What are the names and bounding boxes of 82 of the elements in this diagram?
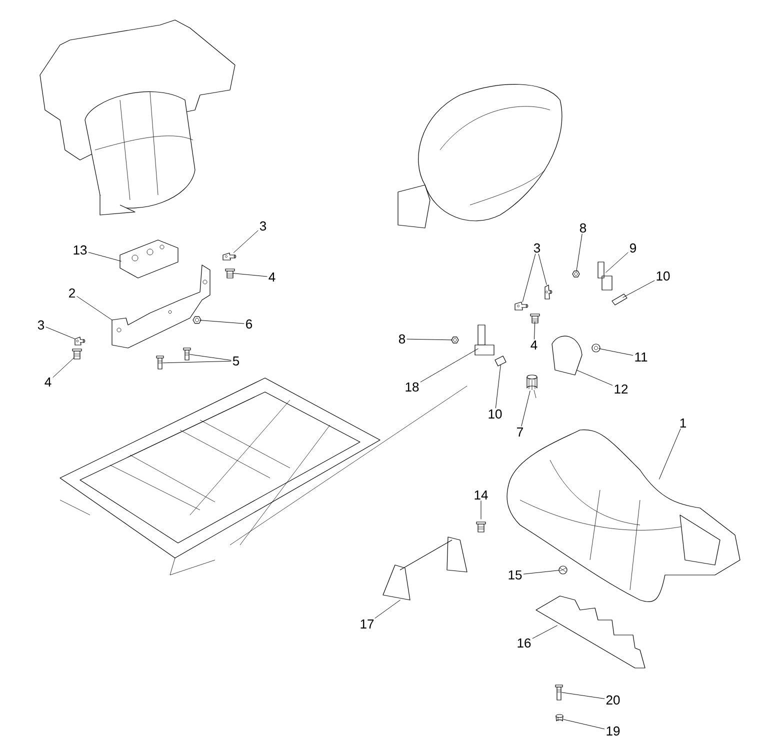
nut-drawing: [451, 336, 459, 344]
callout-number: 3: [534, 243, 540, 253]
leader-line: [406, 338, 453, 340]
leader-line: [576, 234, 582, 272]
leader-line: [480, 500, 482, 520]
clip-drawing: [222, 252, 236, 260]
leader-line: [199, 320, 244, 324]
callout-number: 3: [38, 320, 44, 330]
callout-number: 3: [260, 221, 266, 231]
leader-line: [233, 230, 258, 254]
callout-number: 12: [614, 384, 628, 394]
callout-number: 20: [606, 695, 620, 705]
leader-line: [523, 570, 560, 574]
leader-line: [495, 364, 501, 408]
leader-line: [598, 348, 634, 356]
grommet-drawing: [556, 714, 564, 722]
leader-line: [562, 719, 605, 730]
leader-line: [532, 625, 558, 639]
screw-drawing: [72, 348, 82, 360]
callout-number: 5: [232, 356, 240, 366]
callout-number: 16: [518, 638, 531, 648]
callout-number: 8: [398, 334, 406, 344]
leader-line: [374, 600, 401, 619]
callout-number: 4: [268, 272, 276, 282]
leader-line: [232, 273, 268, 277]
callout-number: 11: [635, 352, 648, 362]
clip-drawing: [74, 336, 86, 346]
leader-line: [534, 321, 536, 340]
leader-line: [189, 354, 232, 361]
latch-drawing: [552, 336, 582, 376]
callout-number: 10: [488, 409, 502, 419]
leader-line: [420, 348, 479, 382]
washer-drawing: [592, 344, 600, 352]
leader-line: [52, 357, 75, 378]
grommet-drawing: [558, 566, 568, 574]
bracket-drawing: [598, 262, 612, 290]
callout-number: 8: [580, 223, 586, 233]
leader-line: [162, 360, 232, 364]
leader-line: [538, 254, 547, 286]
callout-number: 6: [246, 319, 252, 329]
leader-line: [658, 428, 681, 480]
leader-line: [521, 390, 530, 427]
callout-number: 19: [606, 726, 620, 736]
hinge-plate-drawing: [120, 240, 178, 278]
bolt-drawing: [156, 356, 164, 370]
bolt-drawing: [612, 294, 628, 306]
bolt-drawing: [494, 356, 506, 366]
callout-number: 7: [517, 428, 523, 436]
leader-line: [76, 296, 113, 320]
clip-drawing: [514, 302, 528, 310]
stud-drawing: [555, 684, 563, 700]
leader-line: [88, 252, 122, 262]
leader-line: [561, 692, 605, 699]
callout-number: 18: [406, 382, 419, 392]
bolt-drawing: [183, 348, 191, 360]
callout-number: 1: [680, 418, 686, 428]
nut-drawing: [572, 270, 580, 278]
clip-drawing: [476, 522, 486, 532]
callout-number: 13: [74, 245, 87, 255]
clip-drawing: [544, 284, 552, 300]
callout-number: 2: [69, 288, 75, 298]
callout-number: 4: [530, 340, 538, 350]
leader-line: [46, 326, 76, 340]
leader-line: [576, 370, 613, 386]
screw-drawing: [225, 268, 235, 278]
callout-number: 4: [44, 378, 52, 386]
callout-number: 9: [630, 243, 636, 253]
heat-shield-drawing: [536, 596, 646, 668]
support-bracket-drawing: [382, 536, 468, 600]
leader-line: [605, 252, 628, 273]
leader-line: [622, 280, 655, 298]
callout-number: 17: [360, 620, 374, 628]
seat-drawing: [506, 430, 740, 602]
callout-number: 15: [508, 570, 522, 580]
bracket-drawing: [112, 264, 210, 348]
callout-number: 10: [656, 271, 670, 281]
knob-drawing: [526, 374, 538, 398]
nut-drawing: [192, 316, 202, 324]
bracket-drawing: [474, 324, 494, 356]
leader-line: [522, 254, 536, 302]
screw-drawing: [530, 314, 540, 324]
callout-number: 14: [474, 490, 488, 500]
